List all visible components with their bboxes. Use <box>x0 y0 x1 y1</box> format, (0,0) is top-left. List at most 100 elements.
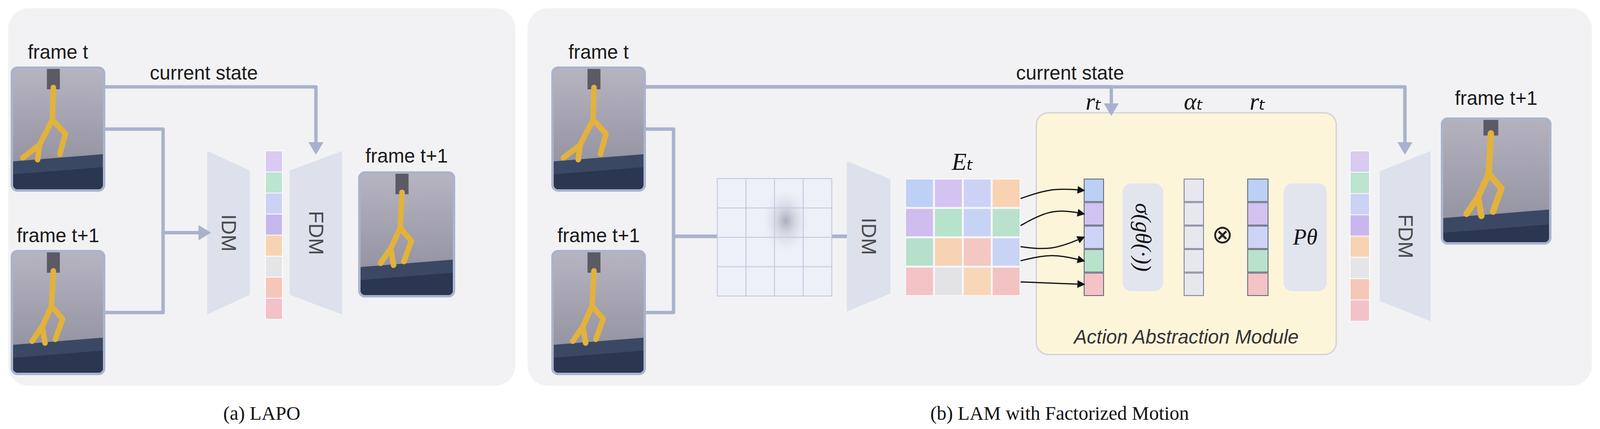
vector-cell <box>963 179 992 208</box>
vector-cell <box>905 237 934 267</box>
robot-frame-image <box>1443 119 1550 243</box>
flow-arrow <box>645 86 1405 151</box>
table-front <box>553 350 644 373</box>
grid-line <box>831 178 833 297</box>
vector-cell <box>265 150 283 172</box>
vector-cell <box>1247 202 1269 225</box>
gripper-finger <box>582 326 586 344</box>
panel-caption: (a) LAPO <box>223 402 301 425</box>
grid-line <box>774 178 776 297</box>
image-clip <box>13 68 103 190</box>
math-label: αₜ <box>1184 87 1205 116</box>
flow-arrow <box>645 86 1112 113</box>
image-frame: frame t <box>551 66 646 192</box>
network-label: FDM <box>1393 214 1417 259</box>
table-surface <box>13 154 103 190</box>
vector-cell <box>1350 299 1370 322</box>
grid-line <box>717 207 832 209</box>
vector-cell <box>1084 273 1104 296</box>
table-surface <box>1443 209 1550 243</box>
vector-cell <box>1184 273 1204 296</box>
network-label: IDM <box>216 214 241 252</box>
vector-cell <box>992 179 1021 208</box>
panel-box: frame tframe t+1IDMFDMframe t+1(a) LAPO <box>8 8 516 386</box>
grid-line <box>717 295 832 297</box>
vector-cell <box>1247 226 1269 249</box>
gripper-finger <box>42 326 46 344</box>
vector-cell <box>1247 249 1269 272</box>
vector-cell <box>1184 202 1204 225</box>
gripper-finger <box>51 306 63 340</box>
frame-label: frame t+1 <box>557 224 640 247</box>
vector-cell <box>1247 179 1269 202</box>
frame-label: frame t+1 <box>1454 86 1538 110</box>
scene-background <box>553 252 644 373</box>
table-front <box>13 166 103 190</box>
gripper-finger <box>400 228 412 262</box>
latent-action-vector <box>265 150 283 320</box>
robot-frame-image <box>13 68 103 190</box>
gripper-finger <box>1478 197 1482 216</box>
network-trapezoid: IDM <box>846 161 891 312</box>
robot-frame-image <box>553 68 644 190</box>
grid-line <box>716 178 718 297</box>
image-frame: frame t+1 <box>551 249 646 376</box>
vector-cell <box>1350 214 1370 237</box>
network-label: FDM <box>304 210 328 255</box>
trapezoid-fill <box>207 150 250 315</box>
table-surface <box>553 154 644 190</box>
math-label: Eₜ <box>951 148 974 177</box>
image-clip <box>360 173 453 296</box>
mapping-arrow <box>1020 281 1084 285</box>
scene-background <box>553 68 644 190</box>
frame-label: frame t+1 <box>365 144 448 167</box>
grid-line <box>717 236 832 238</box>
trapezoid-fill <box>1379 150 1431 322</box>
vector-cell <box>1084 249 1104 272</box>
scene-background <box>13 252 103 373</box>
flow-arrow <box>645 236 847 313</box>
vector-cell <box>265 277 283 298</box>
gripper-finger <box>390 248 394 266</box>
table-front <box>553 166 644 190</box>
network-trapezoid: FDM <box>289 150 343 315</box>
cell-grid <box>905 178 1021 297</box>
robot-frame-image <box>13 252 103 373</box>
grid-line <box>745 178 747 297</box>
vector-cell <box>1184 249 1204 272</box>
vector-cell <box>1350 172 1370 194</box>
table-front <box>360 272 453 296</box>
vector-cell <box>265 298 283 320</box>
robot-frame-image <box>553 252 644 373</box>
vector-cell <box>1350 150 1370 173</box>
trapezoid-fill <box>846 161 891 312</box>
image-frame: frame t+1 <box>10 249 106 376</box>
gripper-finger <box>37 144 40 160</box>
grid-line <box>802 178 804 297</box>
vector-cell <box>992 267 1021 297</box>
feature-vector: rₜ <box>1247 178 1269 297</box>
vector-cell <box>1350 236 1370 258</box>
latent-action-vector <box>1350 150 1370 322</box>
table-front <box>13 350 103 373</box>
frame-label: frame t <box>568 40 629 64</box>
gripper-finger <box>52 119 66 155</box>
vector-cell <box>1350 193 1370 215</box>
gripper-finger <box>592 306 604 340</box>
frame-label: frame t <box>27 40 88 64</box>
vector-cell <box>992 237 1021 267</box>
math-label: rₜ <box>1249 87 1267 116</box>
vector-cell <box>992 208 1021 238</box>
vector-cell <box>265 193 283 215</box>
flow-arrow <box>105 129 208 233</box>
table-front <box>1443 224 1550 243</box>
vector-cell <box>963 208 992 238</box>
vector-cell <box>934 267 963 297</box>
image-clip <box>553 252 644 373</box>
flow-arrow <box>105 232 208 314</box>
operator-label: σ(gθ(·)) <box>1130 202 1156 272</box>
vector-cell <box>265 214 283 235</box>
cell-grid <box>1083 178 1105 297</box>
gripper-finger <box>593 119 607 155</box>
